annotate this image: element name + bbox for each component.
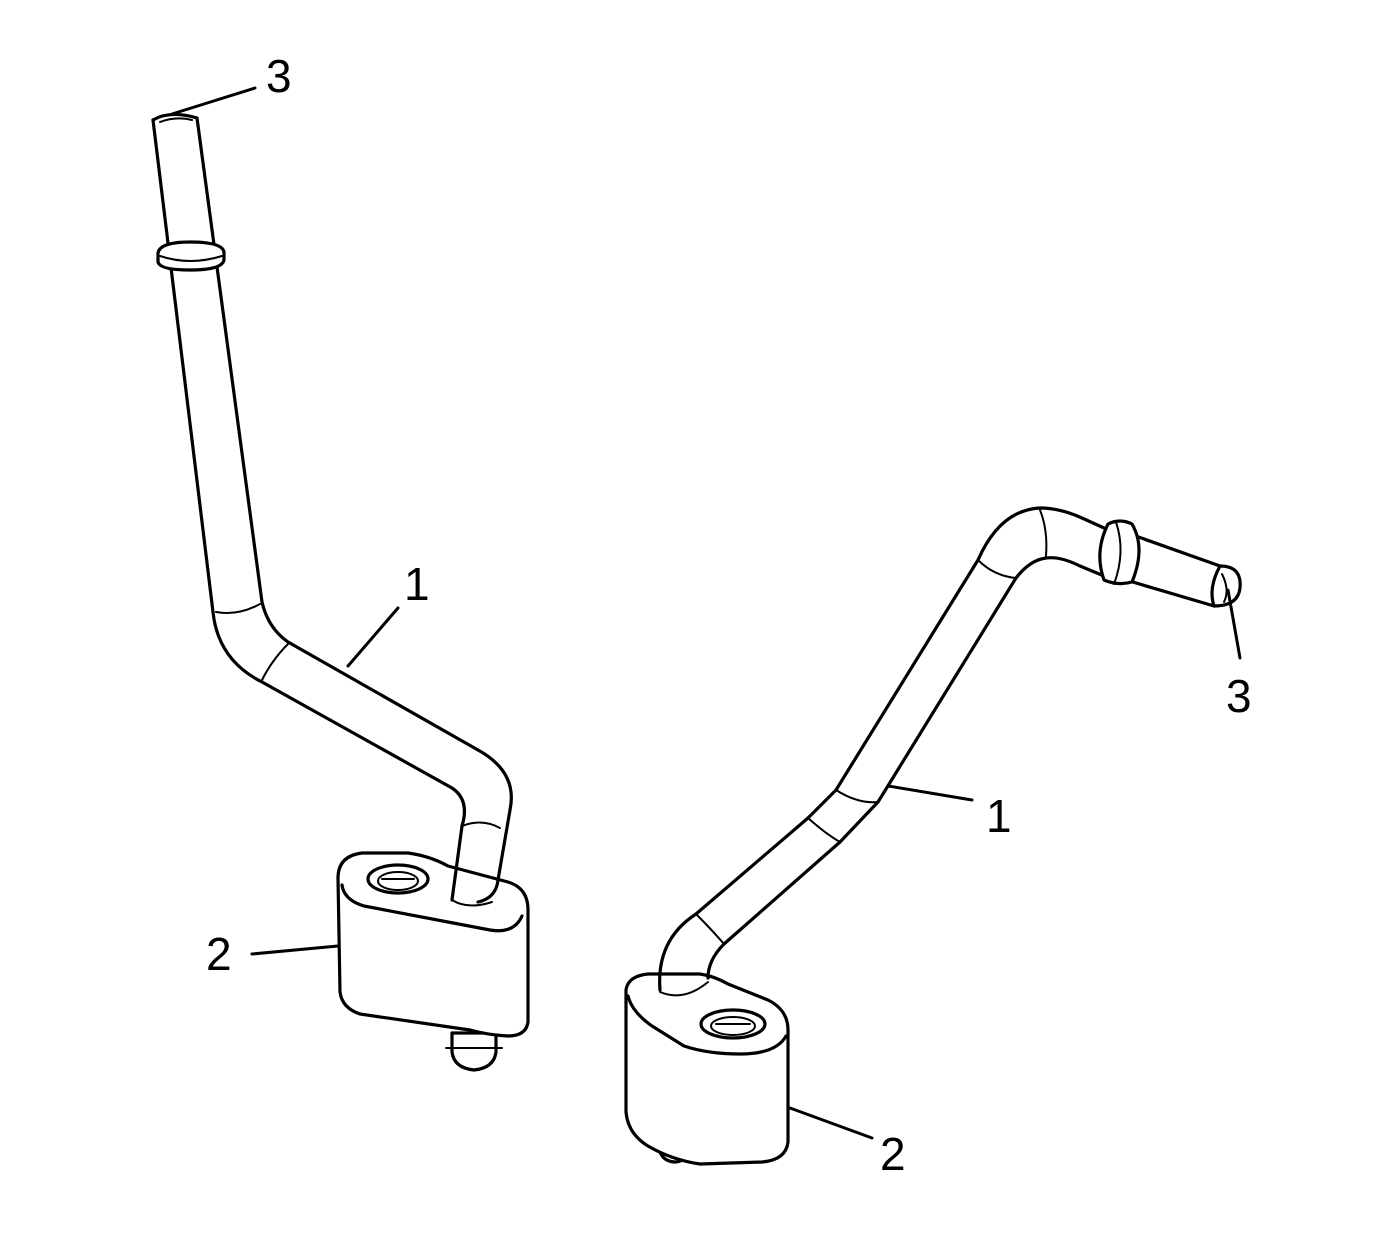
callout-right-end: 3	[1226, 670, 1252, 722]
callout-labels: 3 1 2 3 1 2	[206, 50, 1252, 1180]
left-o-ring	[156, 240, 226, 272]
right-flange-leader	[788, 1106, 874, 1140]
right-tube-leader	[886, 784, 974, 802]
right-flange-block	[624, 972, 790, 1166]
left-tube-leader	[346, 606, 400, 668]
right-pipe-assembly	[624, 506, 1242, 1166]
callout-left-tube: 1	[404, 558, 430, 610]
left-end-leader	[170, 86, 257, 116]
left-flange-stud	[445, 1031, 503, 1072]
right-o-ring	[1098, 519, 1141, 586]
callout-left-flange: 2	[206, 928, 232, 980]
callout-right-flange: 2	[880, 1128, 906, 1180]
leader-lines	[170, 86, 1242, 1140]
right-end-leader	[1226, 588, 1242, 660]
left-pipe-assembly	[151, 112, 530, 1072]
callout-left-end: 3	[266, 50, 292, 102]
callout-right-tube: 1	[986, 790, 1012, 842]
left-flange-leader	[250, 944, 340, 956]
right-tube	[658, 506, 1242, 997]
left-tube	[151, 112, 513, 907]
left-flange-block	[336, 851, 530, 1038]
